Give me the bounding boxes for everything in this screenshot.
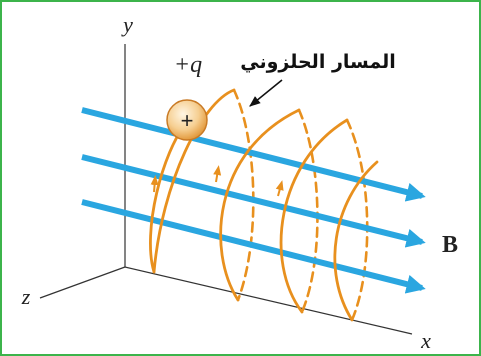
- field-label: B: [442, 232, 458, 258]
- magnetic-field-arrows: [81, 107, 426, 294]
- field-arrow-top: [81, 107, 426, 202]
- x-axis-label: x: [420, 328, 431, 353]
- x-axis-line: [124, 266, 413, 335]
- helix-arrow-2: [213, 165, 222, 183]
- label-pointer-arrow: [249, 79, 283, 107]
- field-arrow-bottom: [81, 199, 426, 294]
- helix-arrow-1: [150, 175, 159, 193]
- field-arrow-middle: [81, 154, 426, 248]
- charge-particle: +: [166, 99, 208, 141]
- charge-label: +q: [174, 52, 202, 78]
- y-axis-label: y: [121, 12, 133, 37]
- helix-back-strokes: [232, 88, 369, 322]
- helical-path-label: المسار الحلزوني: [240, 51, 396, 73]
- z-axis-label: z: [21, 284, 31, 309]
- helix-front-strokes: [149, 88, 379, 322]
- charge-plus-sign: +: [181, 108, 194, 133]
- z-axis-line: [39, 266, 126, 299]
- helix-arrow-3: [275, 180, 284, 197]
- helix-direction-arrows: [150, 165, 284, 197]
